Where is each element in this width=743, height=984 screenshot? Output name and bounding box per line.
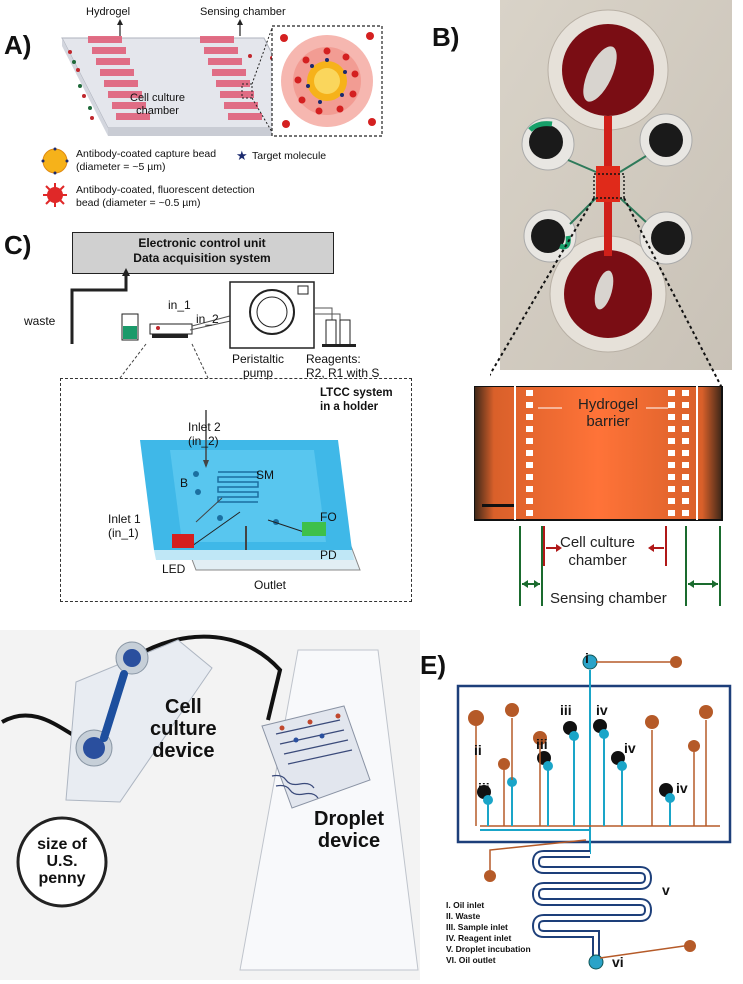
detection-bead-icon: [43, 183, 67, 207]
inlet2-label: Inlet 2(in_2): [188, 420, 221, 448]
led-label: LED: [162, 562, 186, 576]
panel-a-diagram: [61, 19, 383, 137]
outlet-label: Outlet: [254, 578, 287, 592]
ltcc-box: [60, 378, 412, 602]
panel-d-photo: [0, 630, 420, 980]
numeral-i: i: [585, 650, 589, 666]
legend-oil-inlet: I. Oil inlet: [446, 900, 485, 910]
legend-droplet-incubation: V. Droplet incubation: [446, 944, 531, 954]
fo-label: FO: [320, 510, 337, 524]
in1-label: in_1: [168, 298, 191, 312]
panel-b-zoom: [474, 386, 723, 606]
panel-b-label: B): [432, 22, 460, 52]
sm-label: SM: [256, 468, 274, 482]
waste-label: waste: [24, 314, 56, 328]
numeral-iii-a: iii: [560, 702, 572, 718]
panel-e-label: E): [420, 650, 446, 680]
legend-oil-outlet: VI. Oil outlet: [446, 955, 496, 965]
numeral-iv-a: iv: [596, 702, 608, 718]
target-molecule-icon: ★: [236, 148, 248, 163]
numeral-iii-b: iii: [536, 736, 548, 752]
capture-bead-legend: Antibody-coated capture bead(diameter = …: [76, 148, 217, 173]
numeral-iv-b: iv: [624, 740, 636, 756]
numeral-iii-c: iii: [478, 780, 490, 796]
b-label: B: [180, 476, 189, 490]
sensing-chamber-label-b: Sensing chamber: [550, 590, 667, 607]
legend-reagent-inlet: IV. Reagent inlet: [446, 933, 512, 943]
numeral-iv-c: iv: [676, 780, 688, 796]
numeral-ii: ii: [474, 742, 482, 758]
panel-c-label: C): [4, 230, 32, 260]
panel-a-label: A): [4, 30, 32, 60]
panel-e-legend: I. Oil inlet II. Waste III. Sample inlet…: [446, 900, 531, 966]
in2-label: in_2: [196, 312, 219, 326]
legend-sample-inlet: III. Sample inlet: [446, 922, 508, 932]
panel-b-device: [490, 0, 732, 389]
panel-e-diagram: [456, 654, 732, 970]
hydrogel-label: Hydrogel: [86, 6, 131, 18]
target-molecule-legend: Target molecule: [252, 150, 327, 162]
inlet1-label: Inlet 1(in_1): [108, 512, 141, 540]
pd-label: PD: [320, 548, 337, 562]
numeral-vi: vi: [612, 954, 624, 970]
capture-bead-icon: [41, 147, 69, 175]
legend-waste: II. Waste: [446, 911, 481, 921]
reagents-label: Reagents:R2, R1 with S: [306, 352, 380, 380]
panel-c-setup: [70, 268, 356, 379]
numeral-v: v: [662, 882, 670, 898]
control-unit-box: [72, 232, 334, 274]
sensing-chamber-label-a: Sensing chamber: [200, 6, 286, 18]
ltcc-chip: [140, 410, 361, 571]
